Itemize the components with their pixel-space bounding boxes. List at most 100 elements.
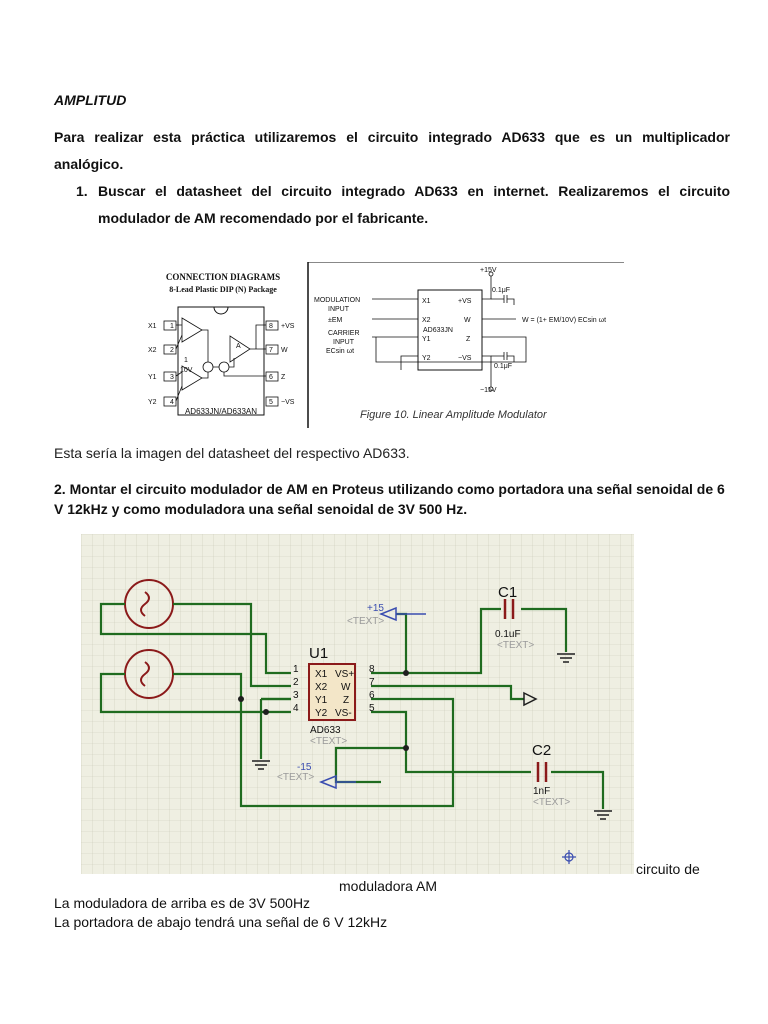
u1-chip-body <box>308 663 356 721</box>
ds-carrier-2: INPUT <box>333 339 355 346</box>
ds-mod-input: MODULATION <box>314 297 360 304</box>
u1-pin-y2: Y2 <box>315 708 328 719</box>
ds-pinbox-3 <box>163 371 177 382</box>
step-2: 2. Montar el circuito modulador de AM en… <box>54 481 725 517</box>
u1-num-1: 1 <box>293 664 299 675</box>
ds-chip-label: AD633JN/AD633AN <box>185 407 257 416</box>
u1-pin-w: W <box>341 682 351 693</box>
u1-pin-x2: X2 <box>315 682 328 693</box>
ds-carrier-sig: ECsin ωt <box>326 348 354 355</box>
minus15-text-tag: <TEXT> <box>277 772 314 783</box>
ds-pinbox-7 <box>265 344 279 355</box>
ds-chip-notch <box>213 306 229 315</box>
ds-num-7: 7 <box>269 347 273 354</box>
ds-num-4: 4 <box>170 399 174 406</box>
ds-mod-y2: Y2 <box>422 355 431 362</box>
u1-num-4: 4 <box>293 703 299 714</box>
ds-pin-vsp: +VS <box>281 323 295 330</box>
u1-pin-vsp: VS+ <box>335 669 354 680</box>
ds-cap-2-symbol <box>491 352 515 362</box>
ds-cap-1-symbol <box>491 295 515 305</box>
ds-figure-caption: Figure 10. Linear Amplitude Modulator <box>360 409 548 421</box>
ds-cap-2: 0.1μF <box>494 363 512 370</box>
u1-text-tag: <TEXT> <box>310 736 347 747</box>
ds-mod-em: ±EM <box>328 317 343 324</box>
minus15-label: -15 <box>297 762 312 773</box>
u1-pin-vsn: VS- <box>335 708 352 719</box>
u1-num-7: 7 <box>369 677 375 688</box>
datasheet-figure: CONNECTION DIAGRAMS 8-Lead Plastic DIP (… <box>148 262 624 428</box>
ds-vplus-node <box>488 271 494 277</box>
ds-w-equation: W = (1+ EM/10V) ECsin ωt <box>522 317 606 324</box>
ds-mod-vsp: +VS <box>458 298 472 305</box>
section-heading: AMPLITUD <box>54 92 127 108</box>
note-carrier: La portadora de abajo tendrá una señal d… <box>54 914 388 930</box>
ds-mod-chip <box>417 289 483 371</box>
c2-value: 1nF <box>533 786 550 797</box>
origin-marker-icon <box>562 850 576 864</box>
u1-pin-z: Z <box>343 695 349 706</box>
ds-num-2: 2 <box>170 347 174 354</box>
junction-1 <box>403 670 409 676</box>
junction-4 <box>263 709 269 715</box>
ds-num-6: 6 <box>269 374 273 381</box>
ds-pinbox-2 <box>163 344 177 355</box>
ds-vminus-node <box>488 386 494 392</box>
datasheet-caption: Esta sería la imagen del datasheet del r… <box>54 445 410 461</box>
ds-opamp-y <box>181 365 203 391</box>
ds-opamp-x <box>181 317 203 343</box>
ds-pin-vsn: −VS <box>281 399 295 406</box>
intro-paragraph: Para realizar esta práctica utilizaremos… <box>54 129 730 172</box>
ds-amp-label: A <box>236 343 241 350</box>
ds-chip-body <box>177 306 265 416</box>
ds-carrier: CARRIER <box>328 330 360 337</box>
c1-label: C1 <box>498 584 517 601</box>
vplus-terminal-icon <box>378 606 426 622</box>
ds-gain-bot: 10V <box>180 367 193 374</box>
ds-pinbox-6 <box>265 371 279 382</box>
ds-minus15: −15V <box>480 387 497 394</box>
plus15-text-tag: <TEXT> <box>347 616 384 627</box>
c1-text-tag: <TEXT> <box>497 640 534 651</box>
junction-2 <box>403 745 409 751</box>
ds-num-3: 3 <box>170 374 174 381</box>
figure-side-caption: circuito de <box>636 861 700 877</box>
ds-pinbox-5 <box>265 396 279 407</box>
ds-mod-x1: X1 <box>422 298 431 305</box>
step-1-number: 1. <box>76 183 88 199</box>
ds-mod-x2: X2 <box>422 317 431 324</box>
ds-mod-input-2: INPUT <box>328 306 350 313</box>
ds-pin-x2: X2 <box>148 347 157 354</box>
ds-opamp-a <box>229 335 251 363</box>
ds-mod-w: W <box>464 317 471 324</box>
ds-num-5: 5 <box>269 399 273 406</box>
ds-gain-top: 1 <box>184 357 188 364</box>
ds-mod-z: Z <box>466 336 471 343</box>
ds-plus15: +15V <box>480 267 497 274</box>
u1-num-8: 8 <box>369 664 375 675</box>
ds-summer <box>218 361 230 373</box>
ground-c1-icon <box>557 653 575 663</box>
u1-num-3: 3 <box>293 690 299 701</box>
ds-num-1: 1 <box>170 323 174 330</box>
u1-num-6: 6 <box>369 690 375 701</box>
c2-text-tag: <TEXT> <box>533 797 570 808</box>
c2-label: C2 <box>532 742 551 759</box>
ds-pin-w: W <box>281 347 288 354</box>
ds-num-8: 8 <box>269 323 273 330</box>
ds-title-2: 8-Lead Plastic DIP (N) Package <box>169 285 277 294</box>
ds-pinbox-1 <box>163 320 177 331</box>
u1-pin-y1: Y1 <box>315 695 328 706</box>
step-1-text: Buscar el datasheet del circuito integra… <box>98 183 730 226</box>
u1-num-2: 2 <box>293 677 299 688</box>
u1-label: U1 <box>309 645 328 662</box>
figure-caption-2: moduladora AM <box>339 878 438 894</box>
ds-pin-y1: Y1 <box>148 374 157 381</box>
c1-value: 0.1uF <box>495 629 521 640</box>
ds-pinbox-4 <box>163 396 177 407</box>
ds-pinbox-8 <box>265 320 279 331</box>
junction-3 <box>238 696 244 702</box>
output-probe-icon <box>523 691 538 707</box>
ds-mod-vsn: −VS <box>458 355 472 362</box>
u1-num-5: 5 <box>369 703 375 714</box>
